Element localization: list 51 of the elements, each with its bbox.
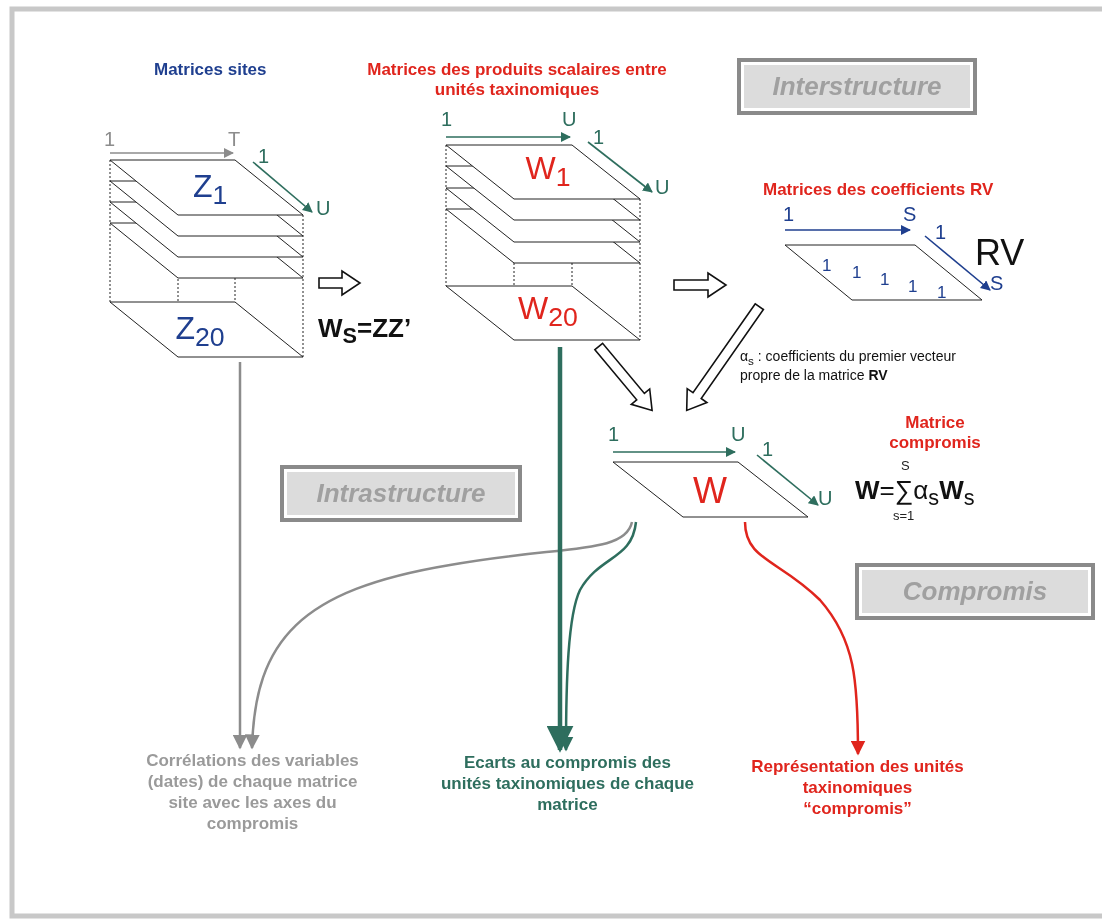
axis-label: U — [562, 108, 577, 131]
axis-label: T — [228, 128, 241, 151]
axis-label: S — [990, 272, 1004, 295]
axis-label: 1 — [593, 126, 605, 149]
axis-label: U — [818, 487, 833, 510]
matrix-symbol: W — [693, 470, 727, 512]
matrix-symbol: W$_{20}$ — [518, 290, 578, 334]
section-box — [280, 465, 522, 522]
formula-index: s=1 — [893, 509, 915, 524]
arrow — [743, 521, 866, 756]
axis-label: U — [731, 423, 746, 446]
result-text: Représentation des unités taxinomiques “compromis” — [750, 756, 965, 819]
arrow — [245, 521, 634, 750]
heading: Matrice compromis — [888, 413, 982, 453]
axis-label: 1 — [783, 203, 795, 226]
axis-label: 1 — [935, 221, 947, 244]
matrix-symbol: Z$_{1}$ — [193, 168, 228, 212]
matrix-symbol: RV — [975, 232, 1025, 274]
axis-label: 1 — [608, 423, 620, 446]
axis-label: 1 — [104, 128, 116, 151]
section-box — [737, 58, 977, 115]
matrix-entry: 1 — [937, 283, 947, 303]
formula: W=∑α$_{s}$W$_{s}$ — [855, 476, 975, 511]
arrow — [546, 347, 574, 753]
heading: Matrices des coefficients RV — [763, 180, 994, 200]
section-title: Compromis — [902, 576, 1048, 607]
section-title: Interstructure — [772, 71, 942, 102]
axis-label: 1 — [441, 108, 453, 131]
formula-index: S — [901, 459, 910, 474]
matrix-symbol: Z$_{20}$ — [175, 310, 225, 354]
axis-label: U — [316, 197, 331, 220]
result-text: Ecarts au compromis des unités taxinomiques de chaque matrice — [440, 752, 695, 815]
section-box — [855, 563, 1095, 620]
arrow — [318, 269, 362, 297]
heading: Matrices des produits scalaires entre unités taxinomiques — [366, 60, 668, 100]
heading: Matrices sites — [154, 60, 267, 80]
arrow — [593, 342, 654, 412]
section-title: Intrastructure — [316, 478, 486, 509]
arrow — [232, 362, 248, 750]
axis-label: U — [655, 176, 670, 199]
matrix-entry: 1 — [852, 263, 862, 283]
matrix-entry: 1 — [822, 256, 832, 276]
axis-label: 1 — [762, 438, 774, 461]
matrix-entry: 1 — [908, 277, 918, 297]
matrix-entry: 1 — [880, 270, 890, 290]
result-text: Corrélations des variables (dates) de chaque matrice site avec les axes du compromis — [135, 750, 370, 834]
arrow — [685, 302, 765, 412]
axis-label: S — [903, 203, 917, 226]
axis-label: 1 — [258, 145, 270, 168]
matrix-symbol: W$_{1}$ — [525, 150, 571, 194]
arrow — [673, 271, 728, 299]
